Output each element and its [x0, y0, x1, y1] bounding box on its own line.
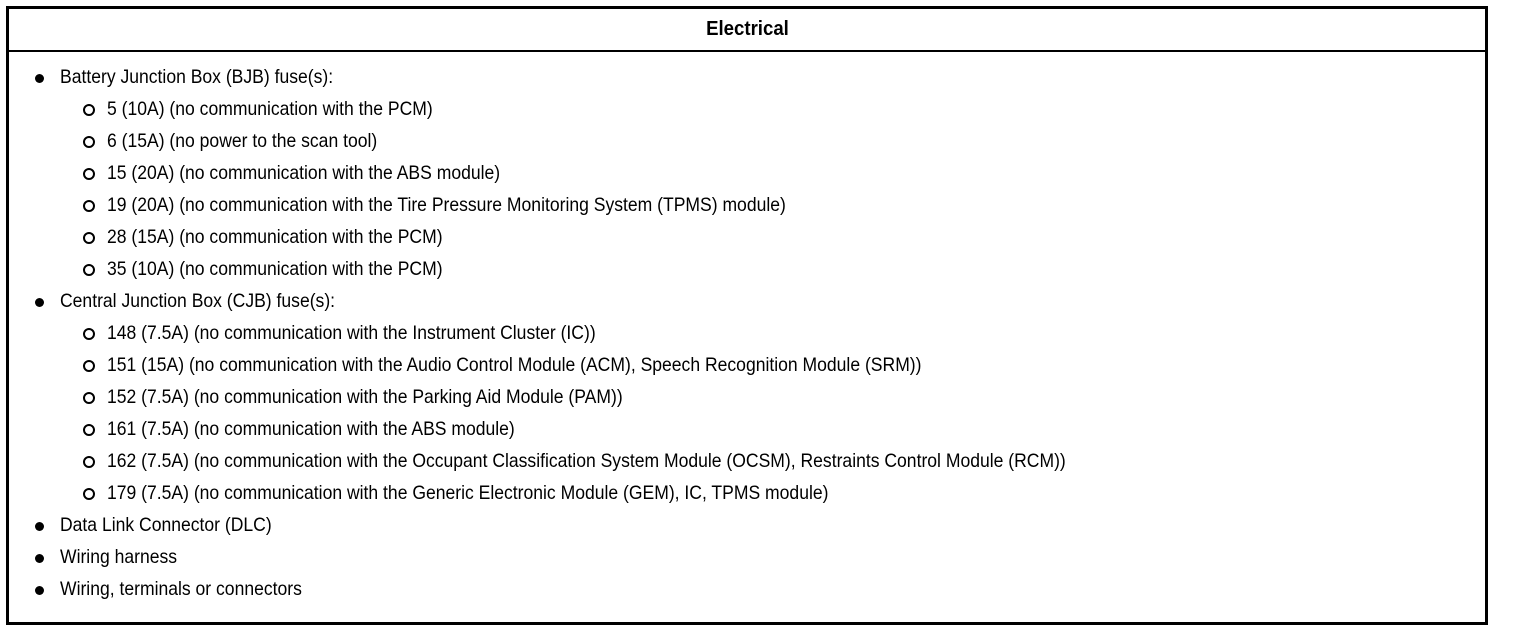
hollow-bullet-icon — [83, 127, 107, 159]
list-item: 28 (15A) (no communication with the PCM) — [9, 221, 1485, 253]
hollow-bullet-icon — [83, 383, 107, 415]
filled-bullet-icon — [35, 63, 60, 95]
list-item: Wiring harness — [9, 541, 1485, 573]
list-item: 6 (15A) (no power to the scan tool) — [9, 125, 1485, 157]
list-item: 19 (20A) (no communication with the Tire… — [9, 189, 1485, 221]
table-header: Electrical — [9, 9, 1485, 52]
filled-bullet-icon-shape — [35, 553, 44, 563]
hollow-bullet-icon-shape — [83, 328, 95, 341]
hollow-bullet-icon-shape — [83, 264, 95, 277]
list-item: 15 (20A) (no communication with the ABS … — [9, 157, 1485, 189]
list-item-label: 6 (15A) (no power to the scan tool) — [107, 130, 378, 152]
hollow-bullet-icon-shape — [83, 136, 95, 149]
hollow-bullet-icon-shape — [83, 456, 95, 469]
list-item: 35 (10A) (no communication with the PCM) — [9, 253, 1485, 285]
hollow-bullet-icon — [83, 447, 107, 479]
list-item-label: 19 (20A) (no communication with the Tire… — [107, 194, 786, 216]
list-item: 161 (7.5A) (no communication with the AB… — [9, 413, 1485, 445]
hollow-bullet-icon-shape — [83, 200, 95, 213]
list-item-label: 15 (20A) (no communication with the ABS … — [107, 162, 501, 184]
list-item-label: Wiring harness — [60, 546, 178, 568]
table-body: Battery Junction Box (BJB) fuse(s): 5 (10… — [9, 52, 1485, 605]
hollow-bullet-icon — [83, 351, 107, 383]
list-item-label: 148 (7.5A) (no communication with the In… — [107, 322, 596, 344]
list-item-label: 28 (15A) (no communication with the PCM) — [107, 226, 443, 248]
filled-bullet-icon-shape — [35, 585, 44, 595]
list-item: Central Junction Box (CJB) fuse(s): — [9, 285, 1485, 317]
page-title: Electrical — [705, 18, 789, 40]
list-item-label: 179 (7.5A) (no communication with the Ge… — [107, 482, 829, 504]
list-item-label: 161 (7.5A) (no communication with the AB… — [107, 418, 515, 440]
hollow-bullet-icon — [83, 479, 107, 511]
list-item-label: Data Link Connector (DLC) — [60, 514, 272, 536]
hollow-bullet-icon — [83, 223, 107, 255]
list-item: Data Link Connector (DLC) — [9, 509, 1485, 541]
filled-bullet-icon — [35, 575, 60, 607]
list-item: 162 (7.5A) (no communication with the Oc… — [9, 445, 1485, 477]
list-item-label: 5 (10A) (no communication with the PCM) — [107, 98, 433, 120]
hollow-bullet-icon-shape — [83, 392, 95, 405]
list-item: 5 (10A) (no communication with the PCM) — [9, 93, 1485, 125]
electrical-table: Electrical Battery Junction Box (BJB) fu… — [6, 6, 1488, 625]
hollow-bullet-icon-shape — [83, 232, 95, 245]
hollow-bullet-icon — [83, 95, 107, 127]
hollow-bullet-icon-shape — [83, 104, 95, 117]
hollow-bullet-icon-shape — [83, 488, 95, 501]
filled-bullet-icon — [35, 511, 60, 543]
filled-bullet-icon-shape — [35, 521, 44, 531]
list-item: 148 (7.5A) (no communication with the In… — [9, 317, 1485, 349]
filled-bullet-icon-shape — [35, 73, 44, 83]
filled-bullet-icon-shape — [35, 297, 44, 307]
filled-bullet-icon — [35, 543, 60, 575]
list-item: 152 (7.5A) (no communication with the Pa… — [9, 381, 1485, 413]
list-item-label: 162 (7.5A) (no communication with the Oc… — [107, 450, 1066, 472]
list-item: 151 (15A) (no communication with the Aud… — [9, 349, 1485, 381]
hollow-bullet-icon-shape — [83, 424, 95, 437]
list-item: 179 (7.5A) (no communication with the Ge… — [9, 477, 1485, 509]
list-item: Wiring, terminals or connectors — [9, 573, 1485, 605]
hollow-bullet-icon — [83, 319, 107, 351]
list-item-label: 35 (10A) (no communication with the PCM) — [107, 258, 443, 280]
hollow-bullet-icon — [83, 415, 107, 447]
list-item: Battery Junction Box (BJB) fuse(s): — [9, 61, 1485, 93]
list-item-label: 152 (7.5A) (no communication with the Pa… — [107, 386, 623, 408]
list-item-label: 151 (15A) (no communication with the Aud… — [107, 354, 922, 376]
list-item-label: Central Junction Box (CJB) fuse(s): — [60, 290, 336, 312]
filled-bullet-icon — [35, 287, 60, 319]
hollow-bullet-icon-shape — [83, 168, 95, 181]
hollow-bullet-icon — [83, 255, 107, 287]
list-item-label: Wiring, terminals or connectors — [60, 578, 302, 600]
hollow-bullet-icon — [83, 159, 107, 191]
list-item-label: Battery Junction Box (BJB) fuse(s): — [60, 66, 334, 88]
hollow-bullet-icon-shape — [83, 360, 95, 373]
hollow-bullet-icon — [83, 191, 107, 223]
